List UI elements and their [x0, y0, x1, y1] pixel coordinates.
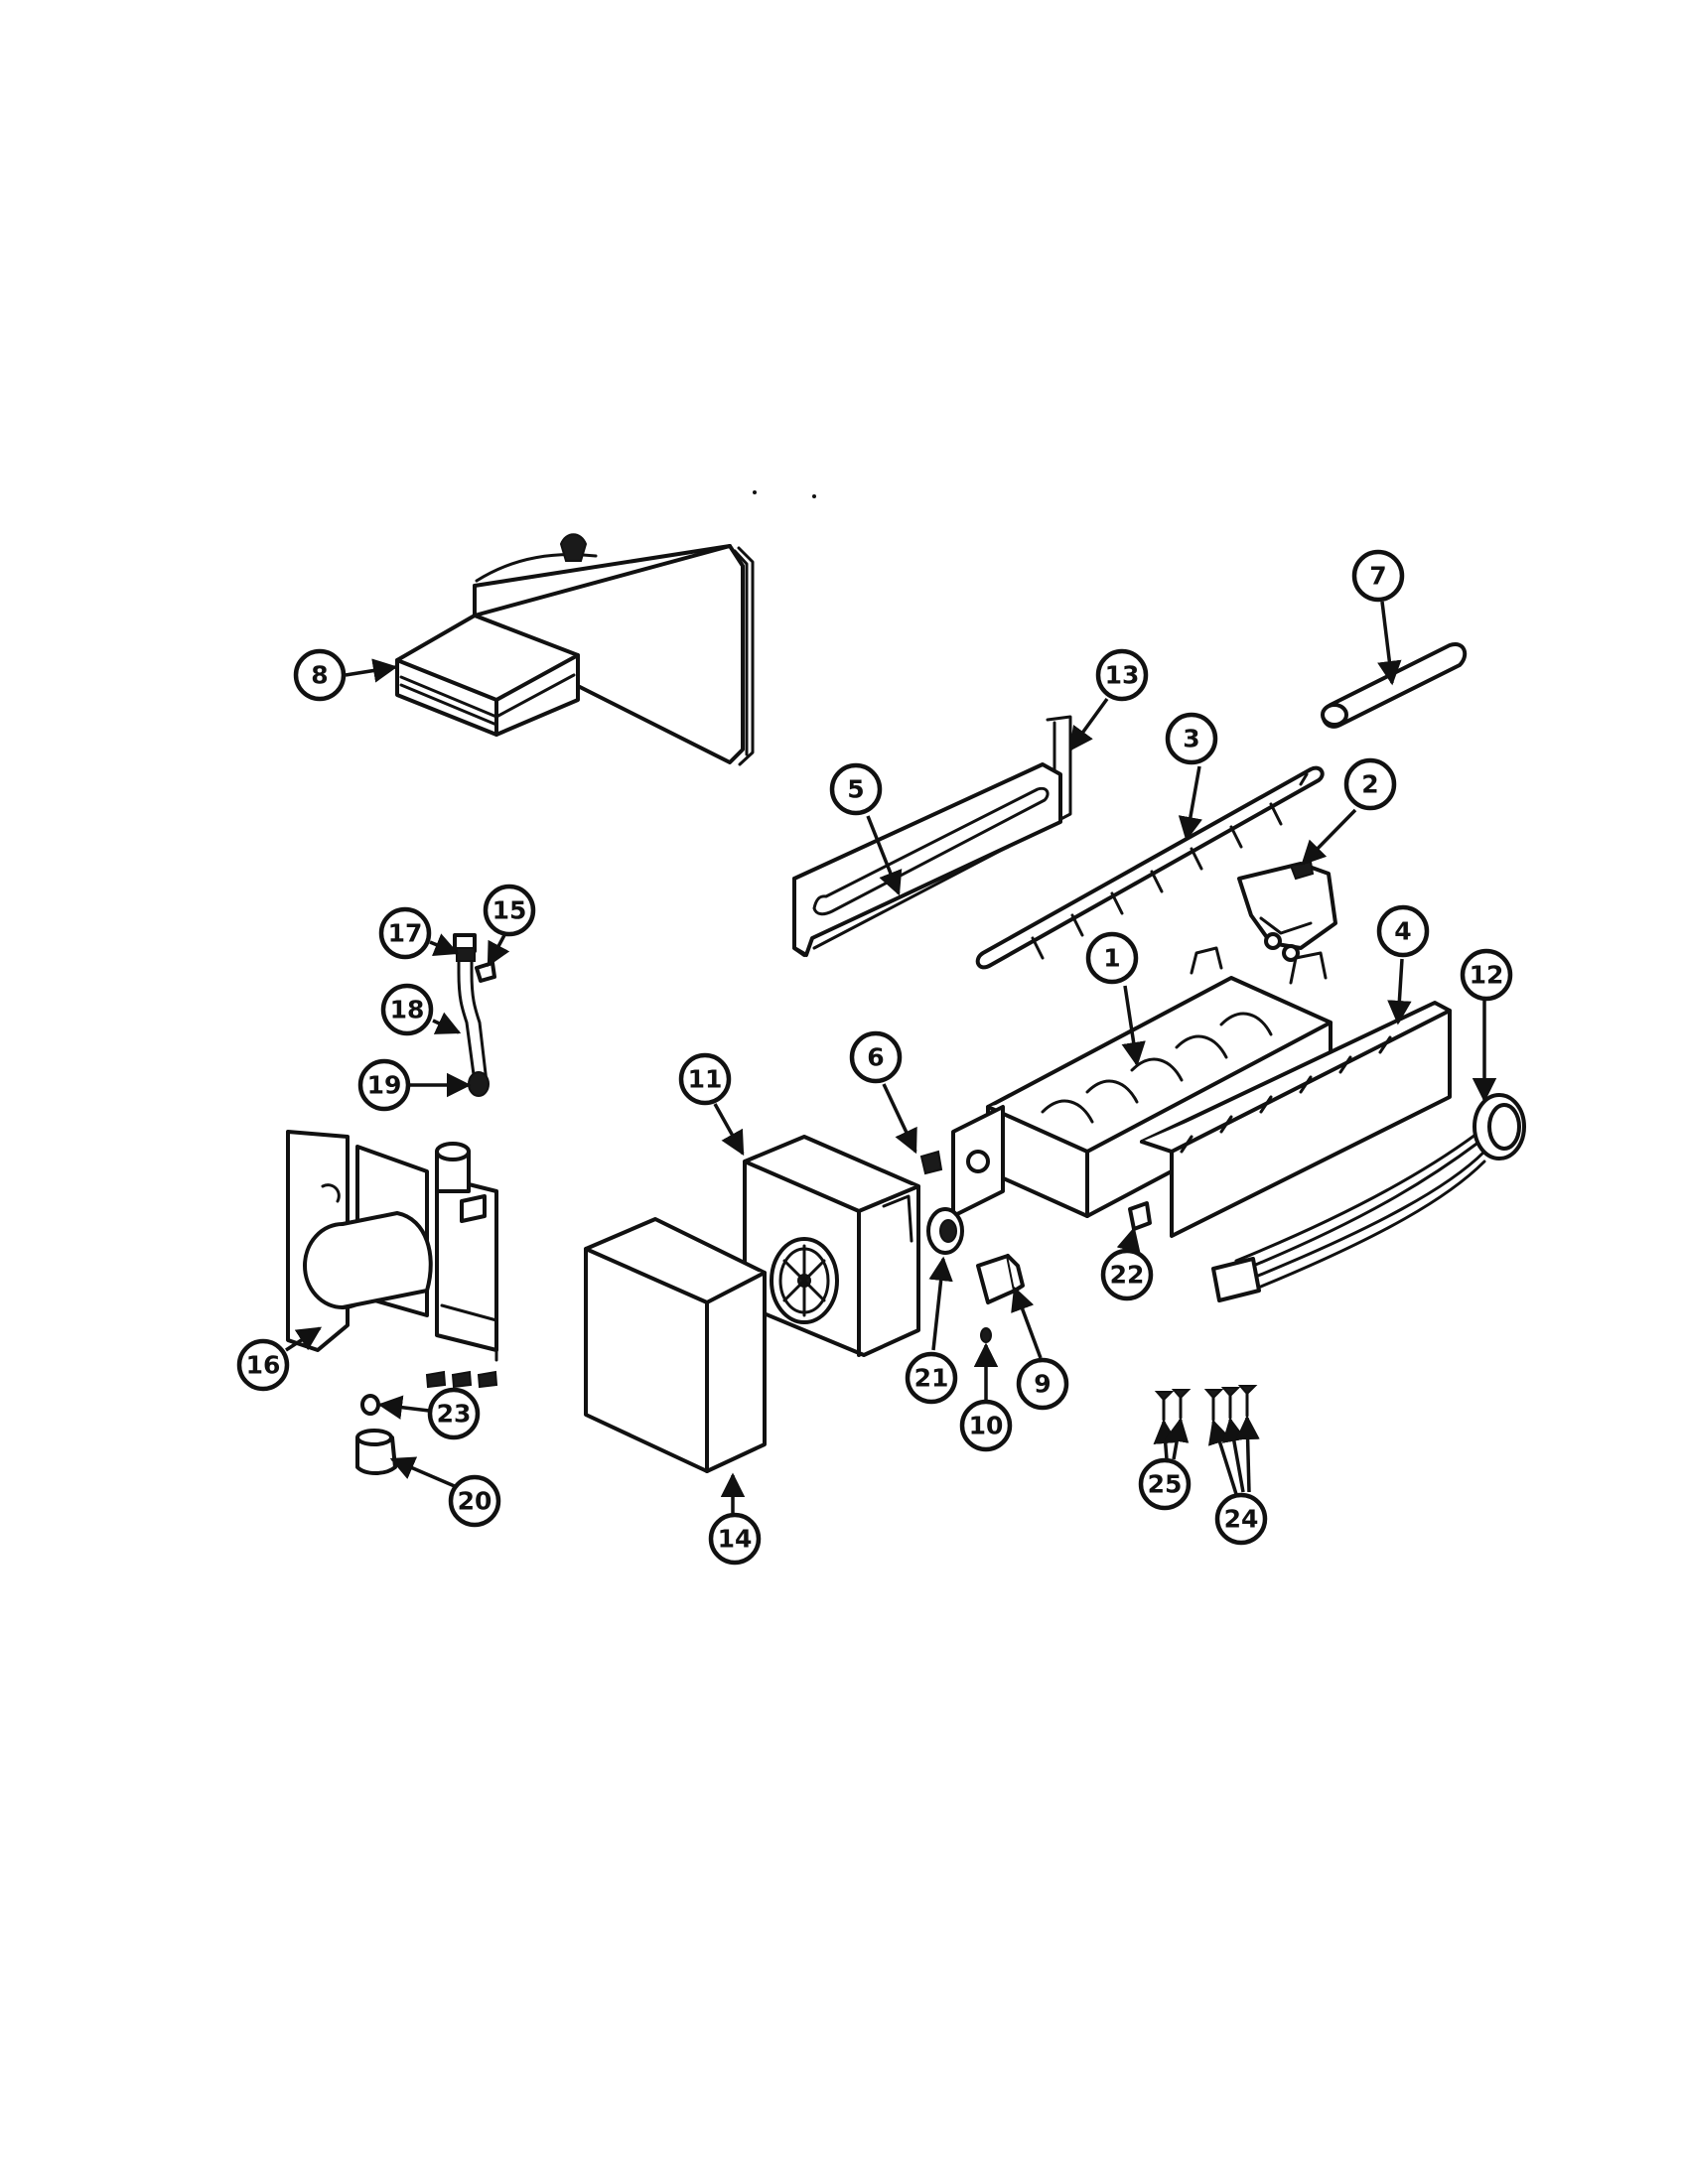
callout-1: 1: [1085, 931, 1139, 985]
callout-8-label: 8: [311, 661, 328, 690]
callout-9-label: 9: [1034, 1370, 1051, 1399]
part-2-bracket: [1237, 860, 1337, 962]
callout-3-label: 3: [1183, 725, 1199, 753]
part-6-screw: [919, 1150, 943, 1175]
callout-18: 18: [380, 983, 434, 1036]
callout-10: 10: [959, 1399, 1013, 1452]
callout-6: 6: [849, 1030, 903, 1084]
speck: [753, 490, 757, 494]
part-3-ejector: [975, 765, 1325, 970]
callout-11-label: 11: [688, 1065, 723, 1094]
part-10-screw: [980, 1327, 992, 1343]
speck: [812, 494, 816, 498]
callout-2: 2: [1343, 757, 1397, 811]
callout-22-label: 22: [1110, 1261, 1145, 1290]
callout-23-label: 23: [437, 1400, 472, 1429]
callout-1-label: 1: [1103, 944, 1120, 973]
part-24-screws: [1203, 1385, 1258, 1422]
callout-24: 24: [1214, 1492, 1268, 1546]
callout-24-label: 24: [1224, 1505, 1259, 1534]
callout-9: 9: [1016, 1357, 1069, 1411]
callout-10-label: 10: [969, 1412, 1004, 1440]
callout-19-label: 19: [367, 1071, 402, 1100]
callout-5-label: 5: [847, 775, 864, 804]
part-19-nut: [468, 1071, 490, 1097]
callout-21-label: 21: [914, 1364, 949, 1393]
callout-7: 7: [1351, 549, 1405, 603]
callout-20: 20: [448, 1474, 501, 1528]
callout-25-label: 25: [1148, 1470, 1183, 1499]
callout-14-label: 14: [718, 1525, 753, 1554]
part-7-tube: [1321, 642, 1468, 729]
part-23-washer: [360, 1394, 380, 1416]
callout-15: 15: [483, 884, 536, 937]
callout-5: 5: [829, 762, 883, 816]
callout-18-label: 18: [390, 996, 425, 1024]
callout-16: 16: [236, 1338, 290, 1392]
callout-23: 23: [427, 1387, 481, 1440]
callout-7-label: 7: [1369, 562, 1386, 591]
callout-3: 3: [1165, 712, 1218, 765]
callout-20-label: 20: [458, 1487, 492, 1516]
callout-4-label: 4: [1394, 917, 1411, 946]
part-21-gear: [926, 1207, 964, 1255]
callout-14: 14: [708, 1512, 762, 1566]
callout-16-label: 16: [246, 1351, 281, 1380]
callout-12: 12: [1460, 948, 1513, 1002]
callout-12-label: 12: [1470, 961, 1504, 990]
callout-19: 19: [357, 1058, 411, 1112]
part-8-shutoff-arm: [395, 533, 755, 766]
callout-17-label: 17: [388, 919, 423, 948]
callout-22: 22: [1100, 1248, 1154, 1301]
part-20-nut: [355, 1429, 397, 1475]
callout-17: 17: [378, 906, 432, 960]
part-17-clamp: [456, 947, 476, 962]
callout-25: 25: [1138, 1457, 1192, 1511]
callout-13-label: 13: [1105, 661, 1140, 690]
part-5-shield: [792, 762, 1062, 957]
callout-6-label: 6: [867, 1043, 884, 1072]
part-25-screws: [1154, 1389, 1192, 1422]
part-12-harness: [1211, 1093, 1526, 1302]
leader-lines: [285, 601, 1497, 1513]
callout-15-label: 15: [492, 896, 527, 925]
callout-2-label: 2: [1361, 770, 1378, 799]
callout-11: 11: [678, 1052, 732, 1106]
part-22-clip: [1128, 1201, 1152, 1231]
part-15-clip: [475, 961, 496, 983]
callout-13: 13: [1095, 648, 1149, 702]
callout-8: 8: [293, 648, 347, 702]
part-11-motor-housing: [743, 1135, 920, 1357]
part-16-water-valve: [286, 1130, 498, 1389]
part-4-front-cover: [1140, 1001, 1452, 1238]
part-14-cover: [584, 1217, 767, 1473]
callout-4: 4: [1376, 904, 1430, 958]
callout-21: 21: [905, 1351, 958, 1405]
